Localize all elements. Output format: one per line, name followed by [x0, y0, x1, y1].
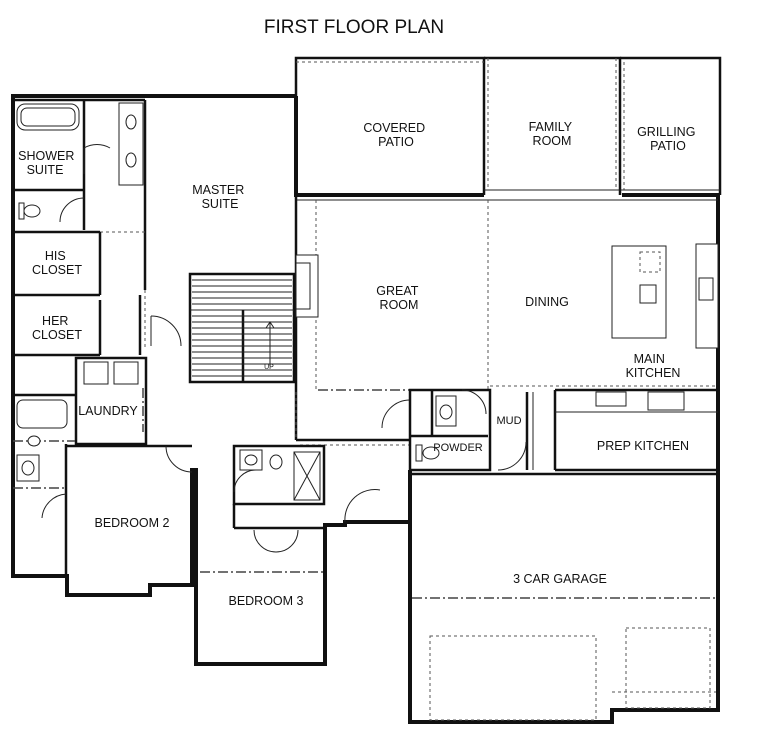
- room-label-bedroom-3: BEDROOM 3: [228, 594, 303, 608]
- room-label-her-closet: HER CLOSET: [32, 314, 82, 342]
- stair-up-label: UP: [264, 364, 274, 371]
- room-label-main-kitchen: MAIN KITCHEN: [626, 352, 681, 380]
- garage-details: [410, 472, 718, 721]
- room-label-mud: MUD: [496, 415, 521, 427]
- room-label-shower-suite: SHOWER SUITE: [18, 149, 78, 177]
- room-label-great-room: GREAT ROOM: [376, 284, 421, 312]
- bedroom-2-walls: [66, 444, 193, 473]
- room-label-family-room: FAMILY ROOM: [529, 120, 576, 148]
- room-label-dining: DINING: [525, 295, 569, 309]
- room-label-master-suite: MASTER SUITE: [192, 183, 248, 211]
- room-label-grilling-patio: GRILLING PATIO: [637, 125, 699, 153]
- plan-title: FIRST FLOOR PLAN: [264, 17, 444, 38]
- room-label-bedroom-2: BEDROOM 2: [94, 516, 169, 530]
- room-label-powder: POWDER: [433, 442, 483, 454]
- room-label-garage: 3 CAR GARAGE: [513, 572, 607, 586]
- room-label-laundry: LAUNDRY: [78, 404, 138, 418]
- mud-powder-walls: [408, 388, 534, 472]
- laundry-walls: [74, 356, 148, 446]
- room-label-covered-patio: COVERED PATIO: [363, 121, 428, 149]
- exterior-walls: [11, 56, 722, 724]
- hall-bath: [13, 393, 75, 576]
- bedroom-3-walls: [200, 444, 381, 573]
- stair: UP: [188, 272, 296, 384]
- master-wing-walls: [13, 98, 182, 357]
- room-labels: SHOWER SUITE HIS CLOSET HER CLOSET MASTE…: [18, 120, 699, 608]
- room-label-prep-kitchen: PREP KITCHEN: [597, 439, 689, 453]
- great-room-walls: [294, 196, 718, 446]
- kitchen-walls: [490, 243, 719, 472]
- room-label-his-closet: HIS CLOSET: [32, 249, 82, 277]
